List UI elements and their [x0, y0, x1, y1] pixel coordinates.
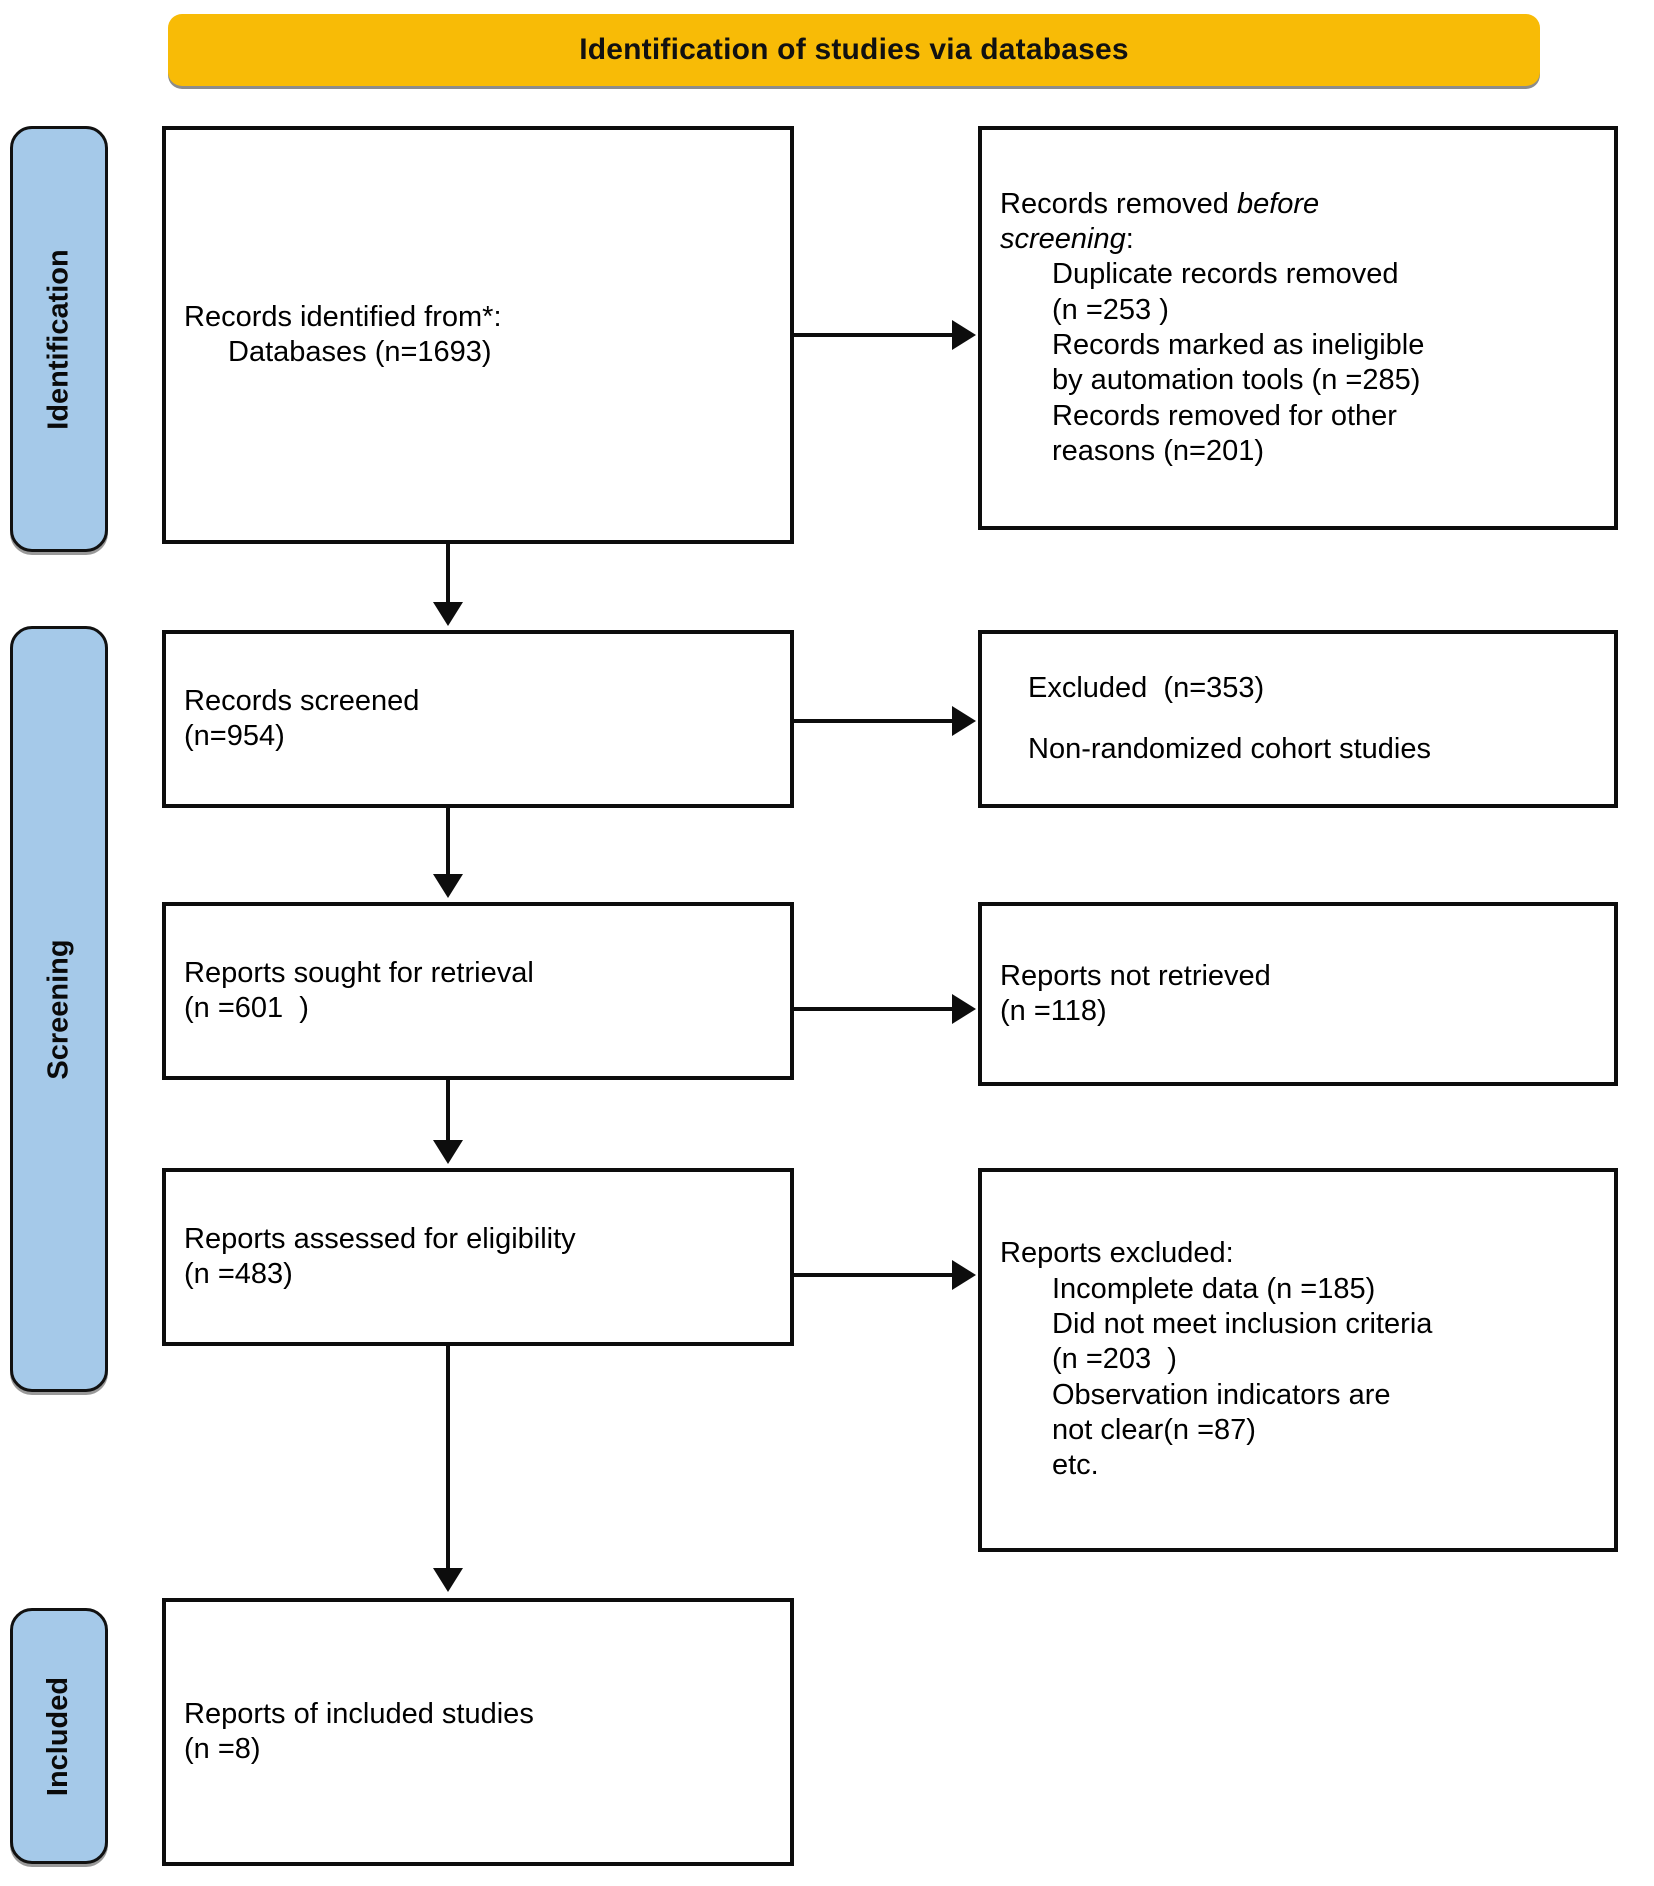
diagram-header-banner: Identification of studies via databases: [168, 14, 1540, 86]
records-removed-line-2: screening:: [1000, 222, 1596, 257]
connector-sought-to-assessed: [446, 1080, 450, 1140]
arrow-assessed-to-reportsexcluded: [952, 1260, 976, 1290]
reports-excluded-line-3: Did not meet inclusion criteria: [1052, 1307, 1433, 1340]
connector-assessed-to-included: [446, 1346, 450, 1568]
connector-sought-to-notretrieved: [794, 1007, 954, 1011]
reports-sought-line-1: Reports sought for retrieval: [184, 956, 534, 989]
arrow-identified-to-removed: [952, 320, 976, 350]
records-removed-line-4: (n =253 ): [1052, 293, 1169, 326]
connector-screened-to-sought: [446, 808, 450, 874]
connector-identified-to-removed: [794, 333, 954, 337]
box-excluded-screening: Excluded (n=353) Non-randomized cohort s…: [978, 630, 1618, 808]
records-identified-line-2: Databases (n=1693): [228, 336, 492, 368]
connector-assessed-to-reportsexcluded: [794, 1273, 954, 1277]
stage-label-included-text: Included: [42, 1676, 75, 1796]
records-removed-line-1-italic: before: [1236, 187, 1320, 220]
reports-excluded-line-2: Incomplete data (n =185): [1052, 1272, 1376, 1305]
reports-assessed-line-1: Reports assessed for eligibility: [184, 1222, 576, 1255]
records-removed-line-5: Records marked as ineligible: [1052, 329, 1425, 361]
box-records-identified: Records identified from*: Databases (n=1…: [162, 126, 794, 544]
records-removed-line-1-prefix: Records removed: [1000, 187, 1237, 220]
box-reports-included: Reports of included studies (n =8): [162, 1598, 794, 1866]
stage-label-identification: Identification: [10, 126, 108, 552]
excluded-screening-line-2: Non-randomized cohort studies: [1028, 733, 1431, 765]
excluded-screening-line-1: Excluded (n=353): [1028, 671, 1265, 704]
box-reports-assessed: Reports assessed for eligibility (n =483…: [162, 1168, 794, 1346]
reports-excluded-line-5: Observation indicators are: [1052, 1378, 1391, 1411]
stage-label-screening-text: Screening: [42, 938, 75, 1080]
arrow-sought-to-assessed: [433, 1140, 463, 1164]
stage-label-identification-text: Identification: [42, 248, 75, 430]
box-reports-not-retrieved: Reports not retrieved (n =118): [978, 902, 1618, 1086]
box-records-screened: Records screened (n=954): [162, 630, 794, 808]
records-removed-line-2-italic: screening: [1000, 222, 1126, 255]
reports-excluded-line-4: (n =203 ): [1052, 1343, 1177, 1376]
arrow-sought-to-notretrieved: [952, 994, 976, 1024]
reports-not-retrieved-line-2: (n =118): [1000, 995, 1107, 1027]
stage-label-screening: Screening: [10, 626, 108, 1392]
records-screened-line-2: (n=954): [184, 720, 285, 752]
arrow-identified-to-screened: [433, 602, 463, 626]
arrow-assessed-to-included: [433, 1568, 463, 1592]
arrow-screened-to-excluded: [952, 706, 976, 736]
diagram-title: Identification of studies via databases: [579, 33, 1129, 66]
reports-included-line-2: (n =8): [184, 1733, 261, 1765]
reports-assessed-line-2: (n =483): [184, 1258, 293, 1290]
reports-included-line-1: Reports of included studies: [184, 1697, 534, 1730]
records-removed-line-1: Records removed before: [1000, 187, 1596, 222]
records-removed-line-2-colon: :: [1125, 222, 1134, 255]
arrow-screened-to-sought: [433, 874, 463, 898]
reports-excluded-line-6: not clear(n =87): [1052, 1414, 1256, 1447]
connector-screened-to-excluded: [794, 719, 954, 723]
records-identified-line-1: Records identified from*:: [184, 300, 502, 333]
records-removed-line-6: by automation tools (n =285): [1052, 364, 1421, 397]
records-removed-line-7: Records removed for other: [1052, 399, 1397, 432]
reports-not-retrieved-line-1: Reports not retrieved: [1000, 959, 1271, 992]
reports-excluded-line-1: Reports excluded:: [1000, 1237, 1234, 1270]
box-records-removed-before-screening: Records removed before screening: Duplic…: [978, 126, 1618, 530]
box-reports-excluded: Reports excluded: Incomplete data (n =18…: [978, 1168, 1618, 1552]
reports-sought-line-2: (n =601 ): [184, 992, 309, 1024]
stage-label-included: Included: [10, 1608, 108, 1864]
box-reports-sought: Reports sought for retrieval (n =601 ): [162, 902, 794, 1080]
records-removed-line-3: Duplicate records removed: [1052, 258, 1399, 291]
records-removed-line-8: reasons (n=201): [1052, 435, 1264, 468]
records-screened-line-1: Records screened: [184, 684, 420, 717]
reports-excluded-line-7: etc.: [1052, 1449, 1099, 1482]
connector-identified-to-screened: [446, 544, 450, 604]
